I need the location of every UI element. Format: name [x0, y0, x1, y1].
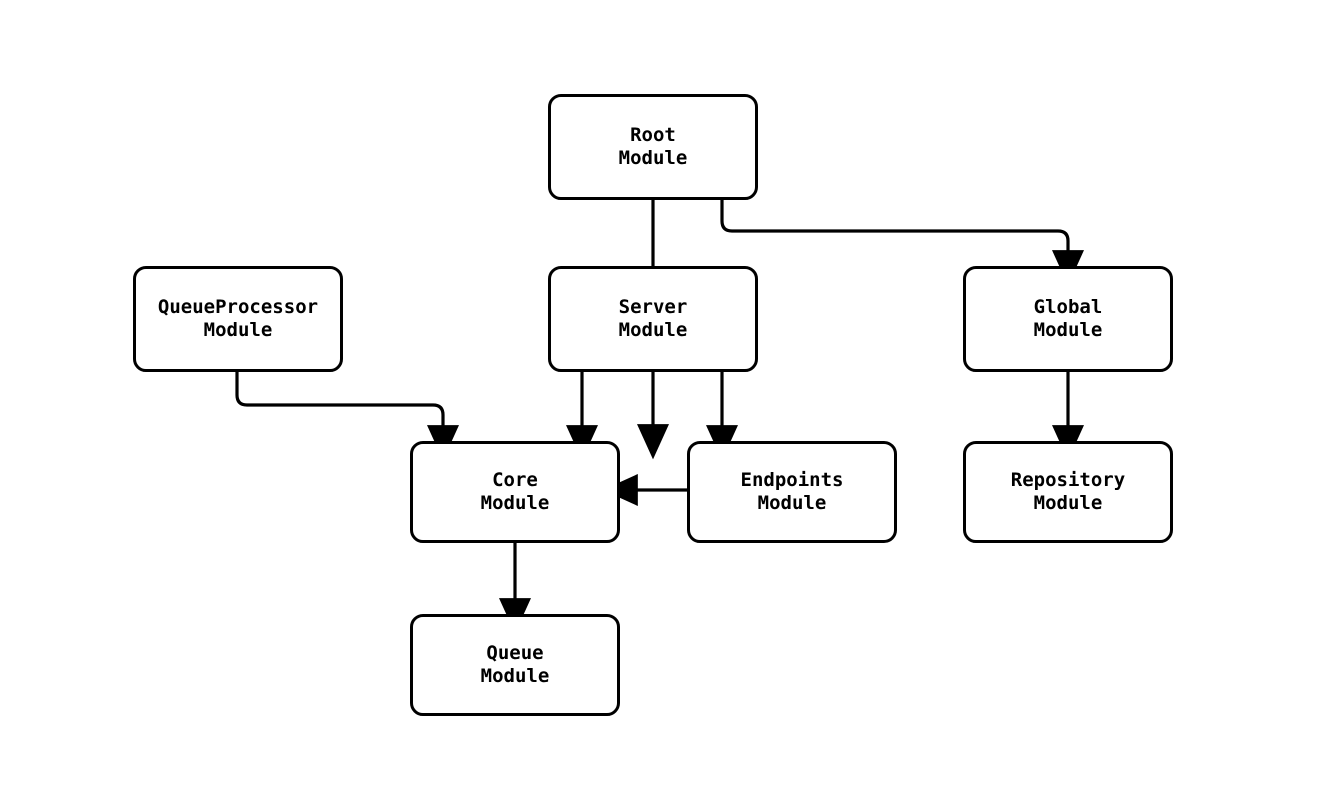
node-endpoints-module-line2: Module	[757, 492, 827, 514]
node-queueprocessor-module-line1: QueueProcessor	[157, 296, 319, 318]
node-endpoints-module-line1: Endpoints	[740, 469, 844, 491]
node-repository-module[interactable]: Repository Module	[963, 441, 1173, 543]
node-global-module[interactable]: Global Module	[963, 266, 1173, 372]
node-root-module-line1: Root	[630, 124, 676, 146]
node-endpoints-module[interactable]: Endpoints Module	[687, 441, 897, 543]
edge-root-global	[720, 200, 1084, 286]
node-root-module-line2: Module	[618, 147, 688, 169]
node-repository-module-line1: Repository	[1010, 469, 1126, 491]
node-server-module[interactable]: Server Module	[548, 266, 758, 372]
node-root-module[interactable]: Root Module	[548, 94, 758, 200]
node-core-module-line2: Module	[480, 492, 550, 514]
node-core-module[interactable]: Core Module	[410, 441, 620, 543]
node-queueprocessor-module[interactable]: QueueProcessor Module	[133, 266, 343, 372]
node-repository-module-line2: Module	[1033, 492, 1103, 514]
node-queueprocessor-module-line2: Module	[203, 319, 273, 341]
node-server-module-line1: Server	[618, 296, 688, 318]
node-queue-module-line2: Module	[480, 665, 550, 687]
node-core-module-line1: Core	[492, 469, 538, 491]
node-server-module-line2: Module	[618, 319, 688, 341]
node-global-module-line2: Module	[1033, 319, 1103, 341]
node-queue-module-line1: Queue	[486, 642, 544, 664]
node-queue-module[interactable]: Queue Module	[410, 614, 620, 716]
node-global-module-line1: Global	[1033, 296, 1103, 318]
edge-queueprocessor-core	[235, 372, 459, 461]
